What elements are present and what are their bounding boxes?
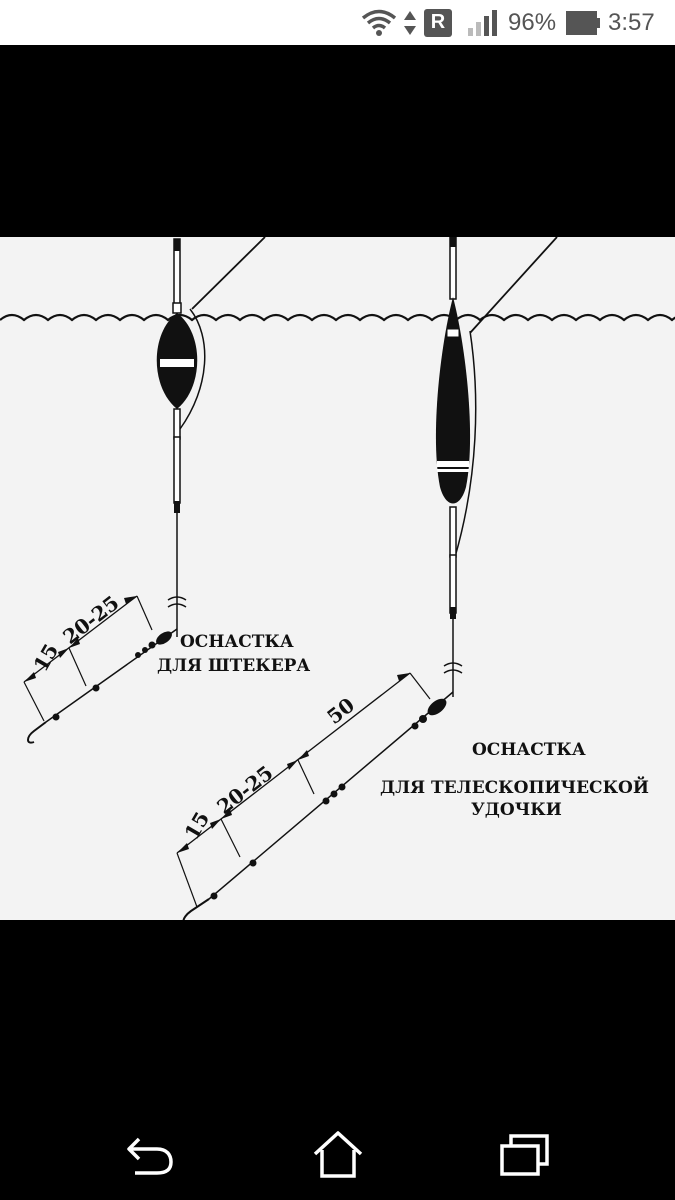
left-dim-hook: 15 xyxy=(29,639,64,675)
wifi-icon xyxy=(360,0,400,45)
image-letterbox-top xyxy=(0,45,675,237)
status-bar: R 96% 3:57 xyxy=(0,0,675,45)
left-rig xyxy=(23,237,266,744)
data-transfer-icon xyxy=(402,0,422,45)
recents-icon xyxy=(500,1134,549,1176)
clock: 3:57 xyxy=(608,8,655,36)
left-dim-middle: 20-25 xyxy=(58,591,123,649)
battery-icon xyxy=(566,0,602,45)
signal-icon xyxy=(466,0,500,45)
right-caption-line3: УДОЧКИ xyxy=(471,800,562,820)
roaming-badge: R xyxy=(424,0,454,45)
image-viewer[interactable]: 15 20-25 ОСНАСТКА ДЛЯ ШТЕКЕРА xyxy=(0,237,675,920)
fishing-rig-diagram: 15 20-25 ОСНАСТКА ДЛЯ ШТЕКЕРА xyxy=(0,237,675,920)
back-button[interactable] xyxy=(120,1125,180,1185)
right-dim-middle: 20-25 xyxy=(212,761,277,819)
right-dim-hook: 15 xyxy=(180,807,215,843)
water-surface-line xyxy=(0,313,675,322)
home-button[interactable] xyxy=(308,1125,368,1185)
left-caption-line2: ДЛЯ ШТЕКЕРА xyxy=(157,656,310,676)
right-caption-line1: ОСНАСТКА xyxy=(472,740,586,760)
left-caption-line1: ОСНАСТКА xyxy=(180,632,294,652)
right-dim-top: 50 xyxy=(322,693,359,729)
image-letterbox-bottom xyxy=(0,920,675,1200)
recents-button[interactable] xyxy=(495,1125,555,1185)
home-icon xyxy=(313,1131,363,1178)
right-caption-line2: ДЛЯ ТЕЛЕСКОПИЧЕСКОЙ xyxy=(380,776,649,798)
right-rig xyxy=(176,237,558,920)
battery-percent: 96% xyxy=(508,8,557,36)
back-arrow-icon xyxy=(127,1137,173,1175)
